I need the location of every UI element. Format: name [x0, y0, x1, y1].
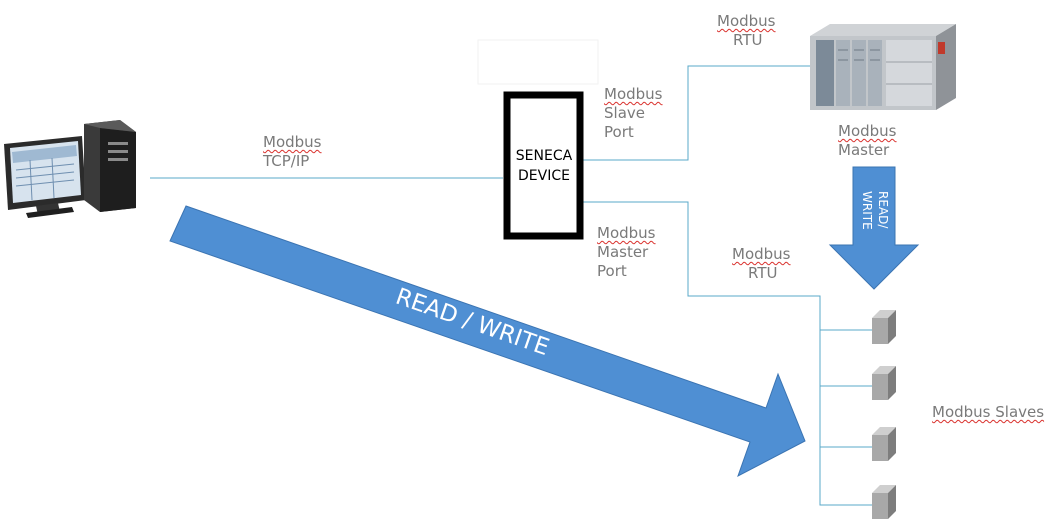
plc-label-line1: Modbus: [838, 122, 897, 140]
slave-device-icon: [872, 310, 896, 344]
read-write-arrow-shape: [169, 205, 806, 478]
rtu-bottom-label-line2: RTU: [748, 264, 778, 282]
seneca-device-line2: DEVICE: [518, 168, 570, 184]
read-write-arrow: READ / WRITE: [169, 205, 806, 478]
slave-port-label: Modbus Slave Port: [604, 85, 662, 142]
master-port-label-line1: Modbus: [597, 224, 656, 242]
rtu-top-label-line1: Modbus: [717, 12, 776, 30]
rtu-bottom-label: Modbus RTU: [732, 245, 790, 283]
slave-port-label-line1: Modbus: [604, 85, 663, 103]
slave-port-label-line3: Port: [604, 123, 634, 141]
master-port-label: Modbus Master Port: [597, 224, 655, 281]
seneca-device-label: SENECA DEVICE: [511, 146, 577, 186]
master-port-line: [583, 201, 872, 506]
modbus-slaves-label: Modbus Slaves: [932, 403, 1045, 421]
slave-device-icon: [872, 427, 896, 461]
plc-label: Modbus Master: [838, 122, 896, 160]
tcp-ip-label-line2: TCP/IP: [263, 152, 310, 170]
tcp-ip-label: Modbus TCP/IP: [263, 133, 321, 171]
rtu-top-label: Modbus RTU: [717, 12, 775, 50]
down-arrow-shape: [828, 166, 920, 290]
connection-lines: [150, 65, 872, 506]
seneca-device-box: [503, 91, 584, 240]
rtu-bottom-label-line1: Modbus: [732, 245, 791, 263]
faint-frame: [477, 39, 599, 85]
tcp-ip-label-line1: Modbus: [263, 133, 322, 151]
plc-rack-icon: [810, 24, 956, 110]
master-port-label-line3: Port: [597, 262, 627, 280]
slave-device-icon: [872, 366, 896, 400]
rtu-top-label-line2: RTU: [733, 31, 763, 49]
master-port-label-line2: Master: [597, 243, 649, 261]
slave-port-label-line2: Slave: [604, 104, 645, 122]
plc-label-line2: Master: [838, 141, 890, 159]
slave-port-line: [583, 65, 818, 161]
down-arrow-label-1: READ/: [876, 191, 890, 229]
desktop-computer-icon: [4, 120, 136, 218]
down-arrow-label-2: WRITE: [860, 191, 874, 230]
seneca-device-line1: SENECA: [515, 148, 573, 164]
down-arrow: READ/ WRITE: [828, 166, 920, 290]
slave-device-icon: [872, 485, 896, 519]
